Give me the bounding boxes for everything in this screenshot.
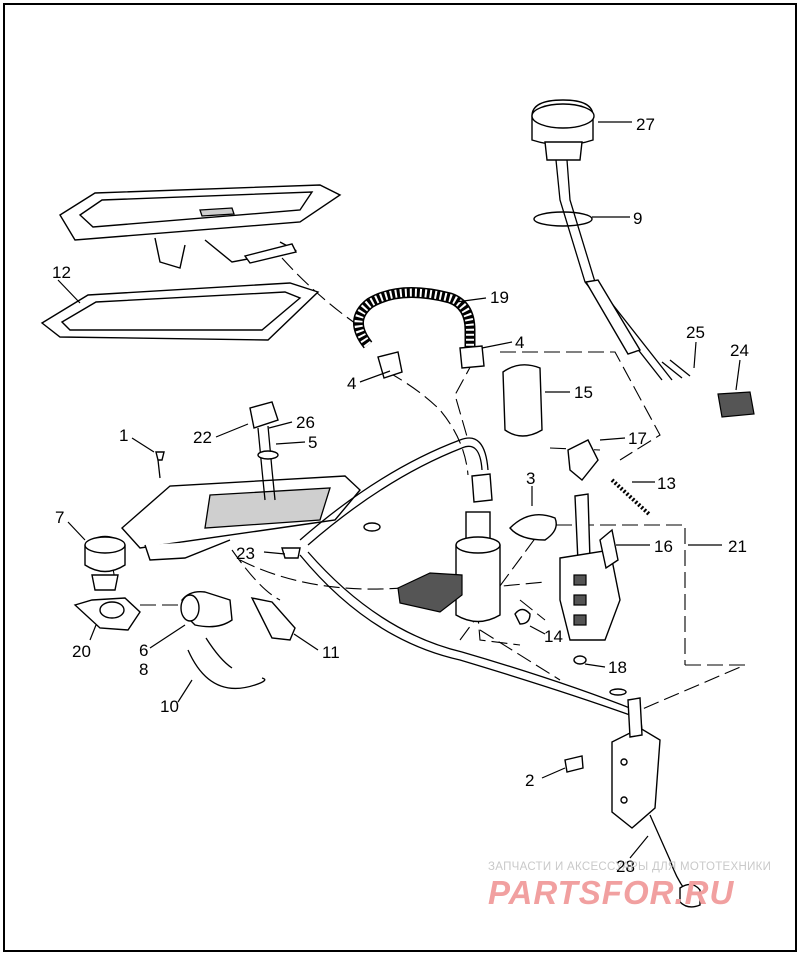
callout-21: 21 bbox=[728, 537, 747, 556]
pressure-regulator bbox=[73, 535, 141, 631]
callout-4: 4 bbox=[515, 333, 524, 352]
pump-mounting-plate bbox=[121, 401, 361, 561]
callout-1: 1 bbox=[119, 426, 128, 445]
sensor-cap bbox=[531, 99, 755, 418]
callout-2: 2 bbox=[525, 771, 534, 790]
callout-17: 17 bbox=[628, 429, 647, 448]
hose-clamp bbox=[509, 514, 557, 541]
callout-16: 16 bbox=[654, 537, 673, 556]
callout-5: 5 bbox=[308, 433, 317, 452]
callout-12: 12 bbox=[52, 263, 71, 282]
callout-18: 18 bbox=[608, 658, 627, 677]
fuel-pump bbox=[363, 473, 501, 623]
callout-13: 13 bbox=[657, 474, 676, 493]
callout-11: 11 bbox=[322, 643, 340, 662]
callout-22: 22 bbox=[193, 428, 212, 447]
callout-20: 20 bbox=[72, 642, 91, 661]
callout-7: 7 bbox=[55, 508, 64, 527]
gasket bbox=[40, 282, 320, 341]
callout-14: 14 bbox=[544, 627, 563, 646]
callout-25: 25 bbox=[686, 323, 705, 342]
callout-6: 6 bbox=[139, 641, 148, 660]
mounting-frame bbox=[59, 184, 342, 269]
callout-9: 9 bbox=[633, 209, 642, 228]
callout-15: 15 bbox=[574, 383, 593, 402]
filter-sleeve bbox=[502, 364, 543, 437]
callout-10: 10 bbox=[160, 697, 179, 716]
wire-harness bbox=[299, 437, 643, 731]
callout-23: 23 bbox=[236, 544, 255, 563]
diagram-frame bbox=[3, 3, 797, 952]
callout-8: 8 bbox=[139, 660, 148, 679]
watermark-logo: PARTSFOR.RU bbox=[488, 874, 735, 911]
callout-4: 4 bbox=[347, 374, 356, 393]
watermark-caption: ЗАПЧАСТИ И АКСЕССУАРЫ ДЛЯ МОТОТЕХНИКИ bbox=[488, 861, 772, 873]
flexible-hose bbox=[353, 287, 485, 379]
callout-leaders bbox=[57, 121, 741, 859]
callout-numbers: 27 9 12 19 4 4 25 24 15 1 26 22 5 17 3 1… bbox=[52, 115, 749, 876]
callout-28: 28 bbox=[616, 857, 635, 876]
fuel-level-sender bbox=[564, 688, 701, 908]
callout-24: 24 bbox=[730, 341, 749, 360]
fuel-filter bbox=[180, 547, 301, 690]
callout-19: 19 bbox=[490, 288, 509, 307]
callout-27: 27 bbox=[636, 115, 655, 134]
callout-3: 3 bbox=[526, 469, 535, 488]
sender-bracket bbox=[514, 439, 652, 665]
callout-26: 26 bbox=[296, 413, 315, 432]
